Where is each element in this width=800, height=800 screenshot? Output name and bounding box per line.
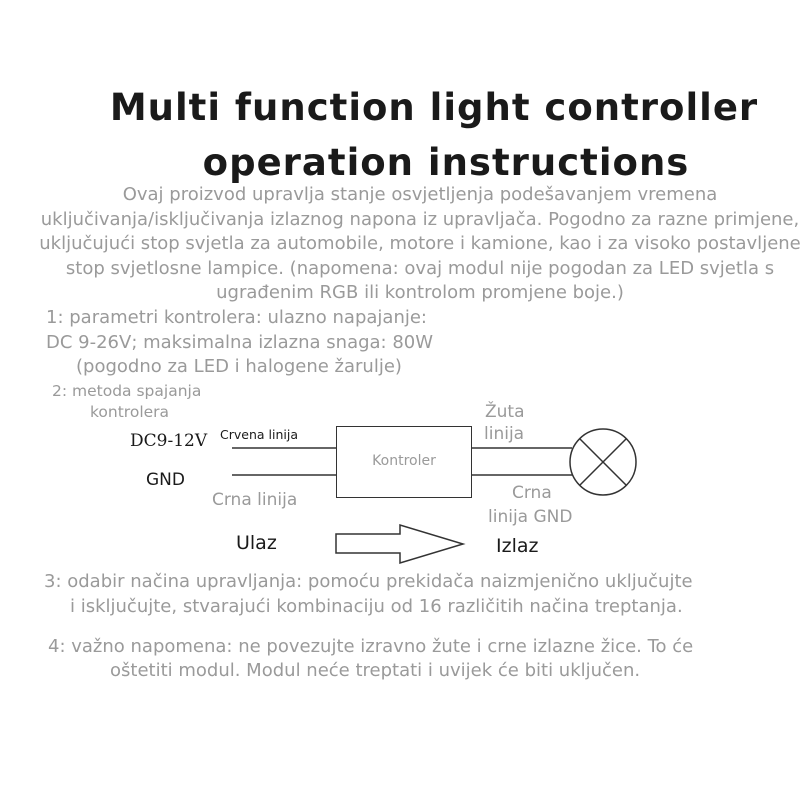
black-gnd-label-2: linija GND [488, 507, 573, 527]
title-line-1: Multi function light controller [109, 86, 759, 129]
section1-line2: DC 9-26V; maksimalna izlazna snaga: 80W [46, 332, 434, 353]
red-wire-label: Crvena linija [220, 427, 298, 442]
section1-line1: 1: parametri kontrolera: ulazno napajanj… [46, 307, 427, 328]
title-line-2: operation instructions [202, 141, 690, 184]
section4-line2: oštetiti modul. Modul neće treptati i uv… [110, 660, 641, 681]
controller-box: Kontroler [336, 426, 472, 498]
section1-line3: (pogodno za LED i halogene žarulje) [76, 356, 402, 377]
yellow-wire-label-1: Žuta [485, 402, 525, 422]
section3-line1: 3: odabir načina upravljanja: pomoću pre… [44, 571, 693, 592]
arrow-icon [335, 523, 466, 565]
controller-label: Kontroler [372, 453, 436, 469]
output-label: Izlaz [496, 535, 539, 557]
section2-line1: 2: metoda spajanja [52, 382, 202, 400]
section2-line2: kontrolera [90, 403, 170, 421]
yellow-wire-label-2: linija [484, 424, 525, 444]
lamp-icon [569, 428, 637, 496]
section3-line2: i isključujte, stvarajući kombinaciju od… [70, 596, 683, 617]
gnd-label: GND [146, 470, 185, 490]
dc-voltage-label: DC9-12V [130, 431, 208, 451]
input-label: Ulaz [236, 532, 277, 554]
intro-paragraph: Ovaj proizvod upravlja stanje osvjetljen… [39, 184, 800, 303]
black-wire-in-label: Crna linija [212, 490, 298, 510]
black-gnd-label-1: Crna [512, 483, 552, 503]
section4-line1: 4: važno napomena: ne povezujte izravno … [48, 636, 694, 657]
